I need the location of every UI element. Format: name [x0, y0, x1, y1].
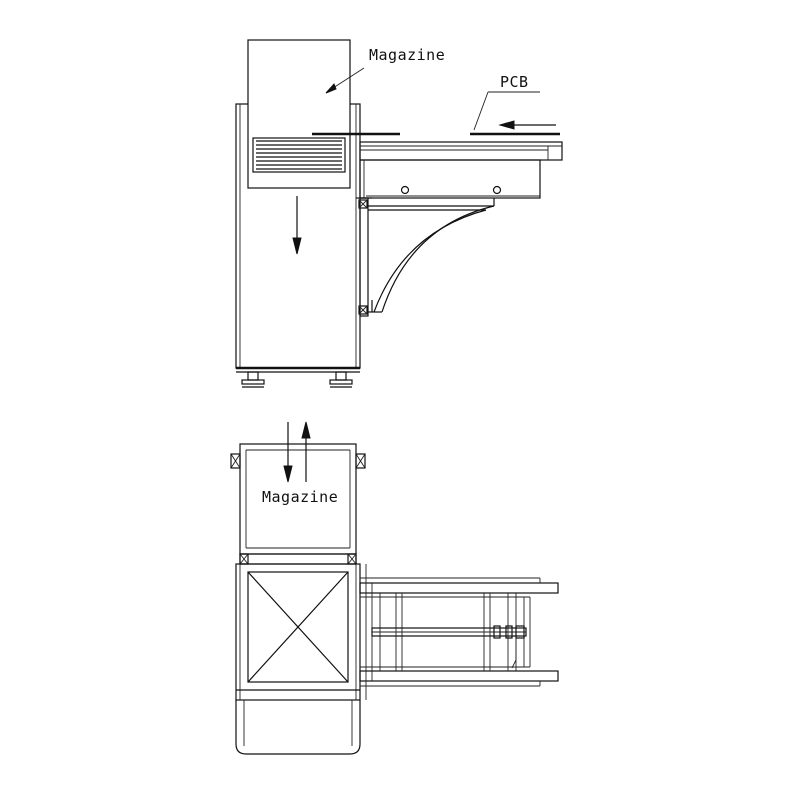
side-conveyor	[359, 141, 563, 199]
side-feet	[241, 371, 353, 388]
top-body	[235, 553, 361, 755]
side-magazine-callout: Magazine	[325, 46, 445, 94]
side-down-arrow	[292, 196, 302, 255]
side-pcb-callout: PCB	[473, 73, 556, 131]
top-conveyor	[359, 564, 559, 700]
top-magazine-label: Magazine	[262, 488, 338, 506]
top-updown-arrows	[283, 421, 311, 483]
top-view: Magazine	[230, 421, 559, 755]
magazine-slots	[256, 140, 342, 170]
side-magazine-label: Magazine	[369, 46, 445, 64]
pcb-label: PCB	[500, 73, 529, 91]
side-support-bracket	[356, 197, 495, 317]
side-magazine-box	[247, 39, 351, 189]
side-view: Magazine PCB	[235, 39, 563, 388]
